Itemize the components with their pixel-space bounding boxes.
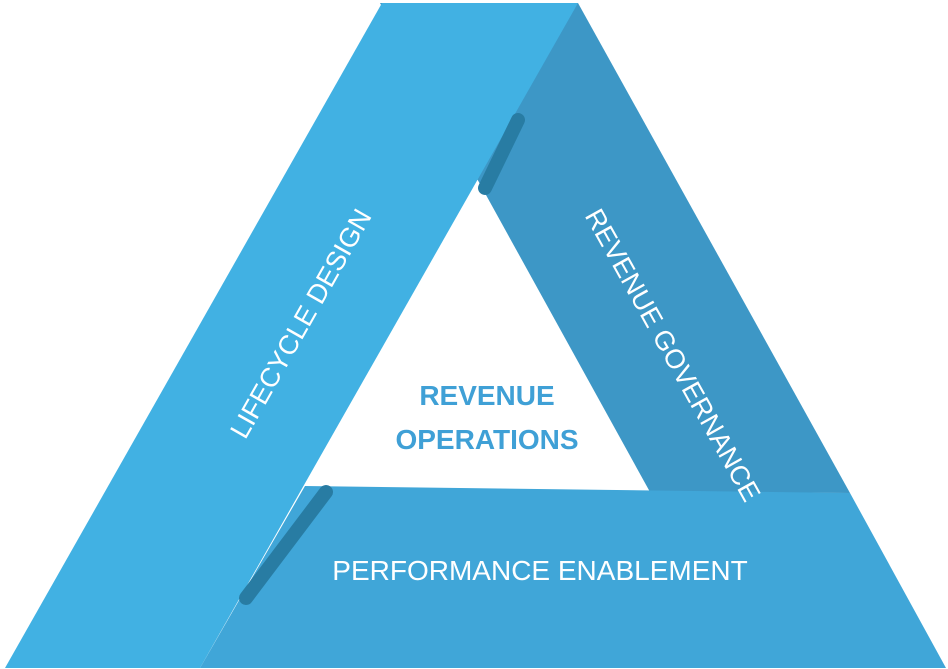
left-band [5, 3, 578, 668]
right-band-shadow [478, 113, 525, 195]
center-title-line1: REVENUE [419, 380, 555, 411]
bottom-band-shadow [239, 485, 333, 605]
center-title-line2: OPERATIONS [395, 424, 579, 455]
side-label-bottom: PERFORMANCE ENABLEMENT [332, 555, 748, 586]
bottom-band [200, 486, 946, 668]
